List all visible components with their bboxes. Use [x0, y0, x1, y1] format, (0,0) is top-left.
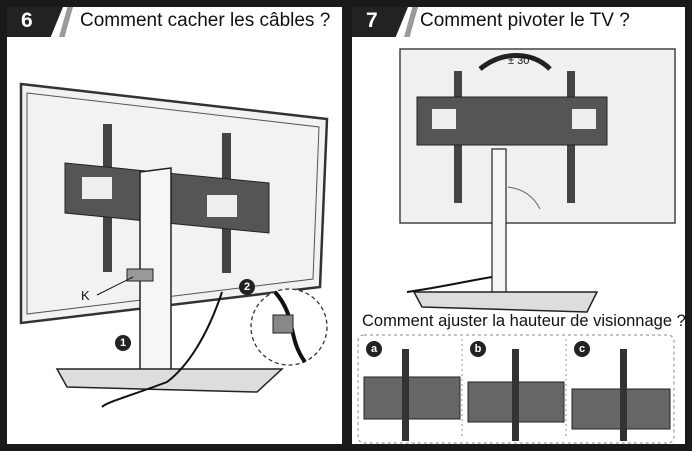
step-6-number: 6: [21, 9, 33, 32]
option-b-bracket: [512, 349, 519, 441]
tv-back-inner: [26, 92, 320, 315]
plate-slot: [207, 195, 237, 217]
rotation-angle-label: ± 30°: [508, 55, 534, 67]
step-7-number: 7: [366, 9, 378, 32]
clip-detail: [272, 314, 294, 334]
height-adjust-title: Comment ajuster la hauteur de visionnage…: [362, 312, 686, 330]
marker-2: 2: [239, 279, 255, 295]
step-6-header: 6 Comment cacher les câbles ?: [7, 7, 342, 37]
height-options-frame: [357, 334, 675, 444]
step-6-badge: [7, 7, 63, 37]
stand-base: [412, 291, 599, 313]
step-7-header: 7 Comment pivoter le TV ?: [352, 7, 685, 37]
plate-slot: [432, 109, 456, 129]
cable: [406, 276, 493, 293]
plate-slot: [82, 177, 112, 199]
option-a-badge: a: [366, 341, 382, 357]
angle-arc: [507, 186, 541, 210]
step-7-badge: [352, 7, 408, 37]
label-k: K: [81, 288, 90, 303]
cable-cover: [126, 268, 154, 282]
cable: [101, 291, 223, 408]
step-7-title: Comment pivoter le TV ?: [420, 10, 630, 31]
k-pointer: [96, 276, 134, 296]
option-c-badge: c: [574, 341, 590, 357]
option-a-plate: [363, 376, 461, 420]
option-c-bracket: [620, 349, 627, 441]
option-b-badge: b: [470, 341, 486, 357]
stand-pillar: [491, 148, 507, 295]
step-7-panel: 7 Comment pivoter le TV ? ± 30°: [352, 7, 686, 444]
step-6-panel: 6 Comment cacher les câbles ? K 1 2: [7, 7, 342, 444]
step-6-title: Comment cacher les câbles ?: [80, 10, 331, 31]
cable-hiding-illustration: [19, 82, 329, 408]
swivel-illustration: [357, 48, 676, 444]
option-a-bracket: [402, 349, 409, 441]
rotation-arrow: [478, 53, 552, 71]
marker-1: 1: [115, 335, 131, 351]
plate-slot: [572, 109, 596, 129]
